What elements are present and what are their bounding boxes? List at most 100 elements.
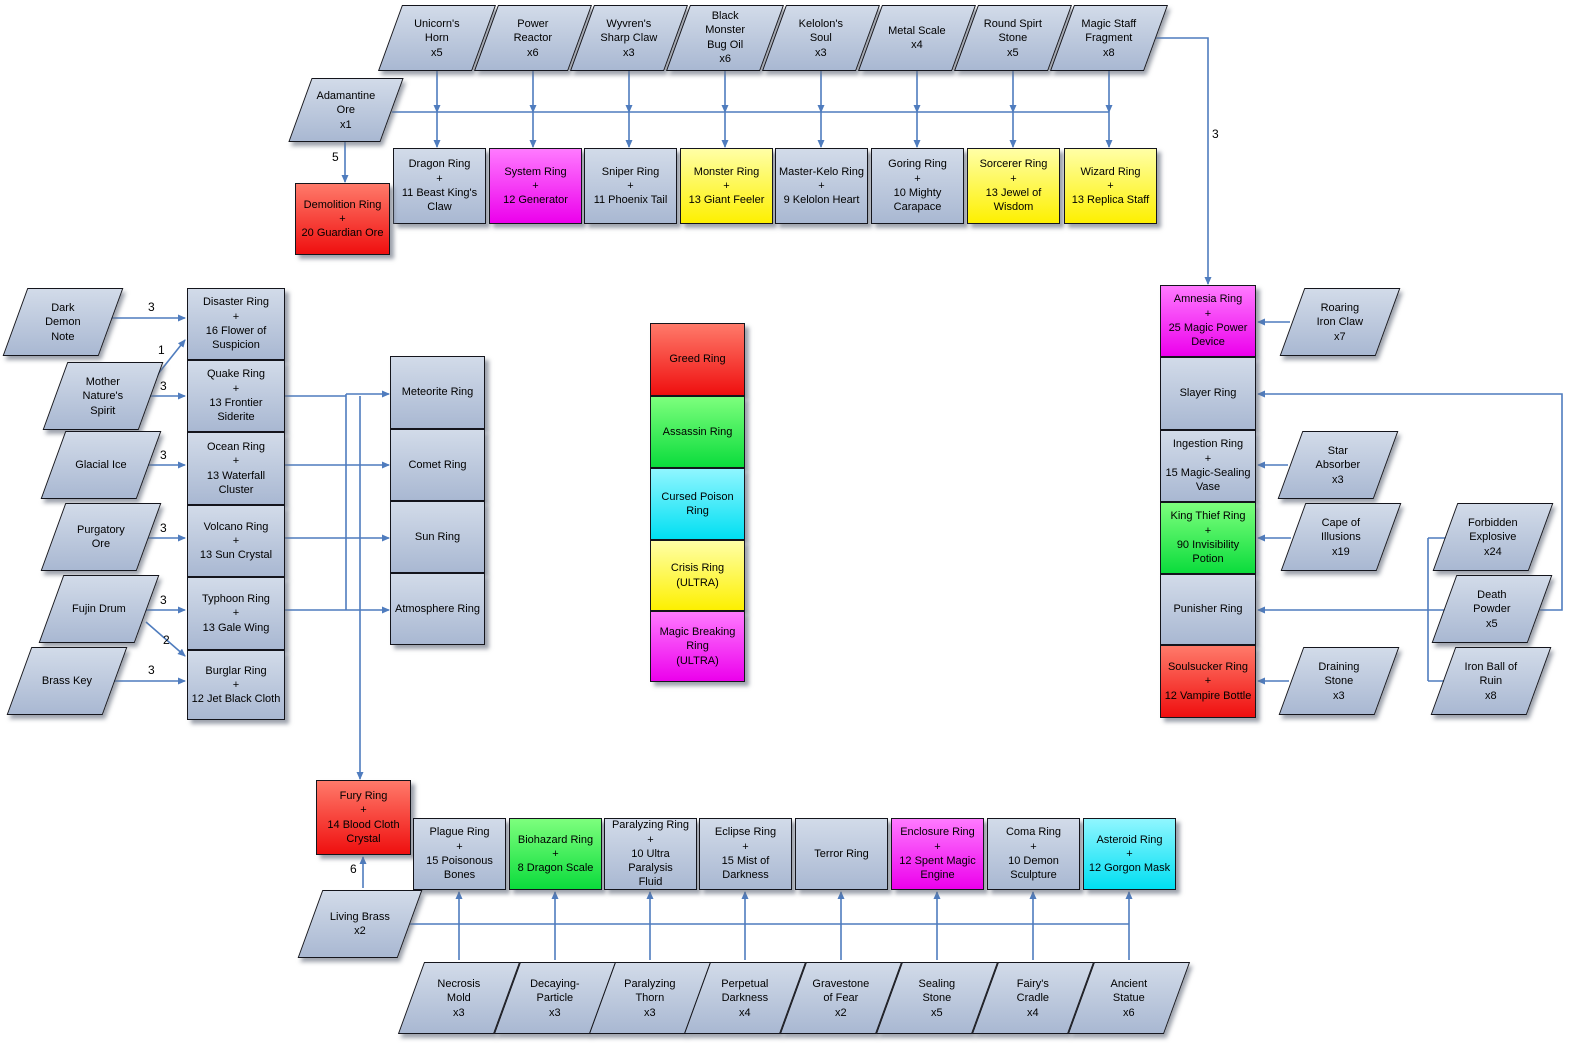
punisher-ring-label: Punisher Ring bbox=[1173, 603, 1243, 616]
comet-ring-node: Comet Ring bbox=[390, 429, 485, 501]
comet-ring-label: Comet Ring bbox=[408, 458, 467, 471]
slayer-ring-node: Slayer Ring bbox=[1160, 357, 1256, 430]
master-kelo-ring-label: Master-Kelo Ring + 9 Kelolon Heart bbox=[779, 165, 864, 207]
wizard-ring-node: Wizard Ring + 13 Replica Staff bbox=[1064, 148, 1157, 224]
amnesia-ring-node: Amnesia Ring + 25 Magic Power Device bbox=[1160, 285, 1256, 357]
cape-of-illusions-label: Cape of Illusions x19 bbox=[1321, 516, 1361, 558]
power-reactor-label: Power Reactor x6 bbox=[513, 17, 553, 59]
paralyzing-ring-node: Paralyzing Ring + 10 Ultra Paralysis Flu… bbox=[604, 818, 697, 890]
king-thief-ring-label: King Thief Ring + 90 Invisibility Potion bbox=[1170, 510, 1246, 566]
adamantine-ore-node: Adamantine Ore x1 bbox=[288, 78, 404, 142]
fairys-cradle-label: Fairy's Cradle x4 bbox=[1016, 977, 1050, 1019]
biohazard-ring-label: Biohazard Ring + 8 Dragon Scale bbox=[517, 833, 594, 875]
eclipse-ring-node: Eclipse Ring + 15 Mist of Darkness bbox=[699, 818, 792, 890]
gravestone-of-fear-label: Gravestone of Fear x2 bbox=[812, 977, 870, 1019]
sniper-ring-label: Sniper Ring + 11 Phoenix Tail bbox=[593, 165, 668, 207]
edge-line bbox=[1156, 37, 1212, 285]
ancient-statue-label: Ancient Statue x6 bbox=[1110, 977, 1148, 1019]
sniper-ring-node: Sniper Ring + 11 Phoenix Tail bbox=[584, 148, 677, 224]
star-absorber-label: Star Absorber x3 bbox=[1315, 444, 1361, 486]
edge-quantity-label: 5 bbox=[332, 150, 339, 164]
volcano-ring-label: Volcano Ring + 13 Sun Crystal bbox=[199, 520, 273, 562]
adamantine-ore-label: Adamantine Ore x1 bbox=[316, 89, 376, 131]
glacial-ice-label: Glacial Ice bbox=[75, 458, 127, 471]
plague-ring-label: Plague Ring + 15 Poisonous Bones bbox=[426, 826, 493, 882]
edge-quantity-label: 3 bbox=[160, 521, 167, 535]
terror-ring-node: Terror Ring bbox=[795, 818, 888, 890]
sorcerer-ring-label: Sorcerer Ring + 13 Jewel of Wisdom bbox=[979, 158, 1048, 214]
cursed-poison-ring-node: Cursed Poison Ring bbox=[650, 468, 745, 540]
enclosure-ring-node: Enclosure Ring + 12 Spent Magic Engine bbox=[891, 818, 984, 890]
plague-ring-node: Plague Ring + 15 Poisonous Bones bbox=[413, 818, 506, 890]
assassin-ring-label: Assassin Ring bbox=[662, 425, 733, 438]
atmosphere-ring-label: Atmosphere Ring bbox=[395, 602, 480, 615]
coma-ring-node: Coma Ring + 10 Demon Sculpture bbox=[987, 818, 1080, 890]
black-monster-bug-oil-label: Black Monster Bug Oil x6 bbox=[705, 10, 745, 66]
wyvrens-sharp-claw-label: Wyvren's Sharp Claw x3 bbox=[600, 17, 658, 59]
ingestion-ring-node: Ingestion Ring + 15 Magic-Sealing Vase bbox=[1160, 430, 1256, 502]
goring-ring-label: Goring Ring + 10 Mighty Carapace bbox=[888, 158, 947, 214]
fujin-drum-label: Fujin Drum bbox=[72, 602, 126, 615]
greed-ring-node: Greed Ring bbox=[650, 323, 745, 396]
edge-line bbox=[145, 621, 186, 657]
purgatory-ore-label: Purgatory Ore bbox=[77, 523, 125, 550]
crisis-ring-label: Crisis Ring (ULTRA) bbox=[670, 562, 725, 589]
ocean-ring-label: Ocean Ring + 13 Waterfall Cluster bbox=[206, 440, 266, 496]
wizard-ring-label: Wizard Ring + 13 Replica Staff bbox=[1071, 165, 1150, 207]
edge-quantity-label: 2 bbox=[163, 633, 170, 647]
cursed-poison-ring-label: Cursed Poison Ring bbox=[661, 490, 734, 517]
biohazard-ring-node: Biohazard Ring + 8 Dragon Scale bbox=[509, 818, 602, 890]
assassin-ring-node: Assassin Ring bbox=[650, 396, 745, 468]
burglar-ring-label: Burglar Ring + 12 Jet Black Cloth bbox=[191, 664, 281, 706]
dragon-ring-node: Dragon Ring + 11 Beast King's Claw bbox=[393, 148, 486, 224]
enclosure-ring-label: Enclosure Ring + 12 Spent Magic Engine bbox=[899, 826, 976, 882]
perpetual-darkness-label: Perpetual Darkness x4 bbox=[721, 977, 769, 1019]
sealing-stone-label: Sealing Stone x5 bbox=[918, 977, 956, 1019]
quake-ring-node: Quake Ring + 13 Frontier Siderite bbox=[187, 360, 285, 432]
paralyzing-thorn-label: Paralyzing Thorn x3 bbox=[624, 977, 676, 1019]
quake-ring-label: Quake Ring + 13 Frontier Siderite bbox=[206, 368, 266, 424]
fury-ring-label: Fury Ring + 14 Blood Cloth Crystal bbox=[327, 789, 400, 845]
metal-scale-label: Metal Scale x4 bbox=[888, 24, 946, 51]
decaying-particle-label: Decaying- Particle x3 bbox=[530, 977, 580, 1019]
forbidden-explosive-label: Forbidden Explosive x24 bbox=[1468, 516, 1518, 558]
magic-staff-fragment-label: Magic Staff Fragment x8 bbox=[1081, 17, 1137, 59]
monster-ring-label: Monster Ring + 13 Giant Feeler bbox=[688, 165, 765, 207]
greed-ring-label: Greed Ring bbox=[669, 353, 726, 366]
punisher-ring-node: Punisher Ring bbox=[1160, 574, 1256, 645]
magic-breaking-ring-node: Magic Breaking Ring (ULTRA) bbox=[650, 611, 745, 682]
edge-quantity-label: 3 bbox=[1212, 127, 1219, 141]
death-powder-label: Death Powder x5 bbox=[1473, 588, 1511, 630]
brass-key-label: Brass Key bbox=[41, 674, 93, 687]
draining-stone-label: Draining Stone x3 bbox=[1318, 660, 1360, 702]
edge-lines bbox=[111, 37, 1563, 960]
volcano-ring-node: Volcano Ring + 13 Sun Crystal bbox=[187, 505, 285, 577]
living-brass-label: Living Brass x2 bbox=[330, 910, 390, 937]
asteroid-ring-label: Asteroid Ring + 12 Gorgon Mask bbox=[1088, 833, 1171, 875]
unicorns-horn-label: Unicorn's Horn x5 bbox=[414, 17, 460, 59]
disaster-ring-node: Disaster Ring + 16 Flower of Suspicion bbox=[187, 288, 285, 360]
eclipse-ring-label: Eclipse Ring + 15 Mist of Darkness bbox=[714, 826, 777, 882]
edge-quantity-label: 3 bbox=[160, 448, 167, 462]
fury-ring-node: Fury Ring + 14 Blood Cloth Crystal bbox=[316, 780, 411, 855]
goring-ring-node: Goring Ring + 10 Mighty Carapace bbox=[871, 148, 964, 224]
master-kelo-ring-node: Master-Kelo Ring + 9 Kelolon Heart bbox=[775, 148, 868, 224]
iron-ball-of-ruin-label: Iron Ball of Ruin x8 bbox=[1464, 660, 1518, 702]
coma-ring-label: Coma Ring + 10 Demon Sculpture bbox=[1005, 826, 1062, 882]
soulsucker-ring-node: Soulsucker Ring + 12 Vampire Bottle bbox=[1160, 645, 1256, 718]
king-thief-ring-node: King Thief Ring + 90 Invisibility Potion bbox=[1160, 502, 1256, 574]
edge-quantity-label: 6 bbox=[350, 862, 357, 876]
ingestion-ring-label: Ingestion Ring + 15 Magic-Sealing Vase bbox=[1165, 438, 1251, 494]
slayer-ring-label: Slayer Ring bbox=[1179, 387, 1237, 400]
dark-demon-note-label: Dark Demon Note bbox=[45, 301, 81, 343]
edge-line bbox=[1257, 390, 1563, 611]
amnesia-ring-label: Amnesia Ring + 25 Magic Power Device bbox=[1168, 293, 1248, 349]
meteorite-ring-node: Meteorite Ring bbox=[390, 356, 485, 429]
edge-quantity-label: 3 bbox=[160, 379, 167, 393]
terror-ring-label: Terror Ring bbox=[814, 847, 869, 860]
dragon-ring-label: Dragon Ring + 11 Beast King's Claw bbox=[401, 158, 478, 214]
edge-quantity-label: 3 bbox=[148, 300, 155, 314]
monster-ring-node: Monster Ring + 13 Giant Feeler bbox=[680, 148, 773, 224]
